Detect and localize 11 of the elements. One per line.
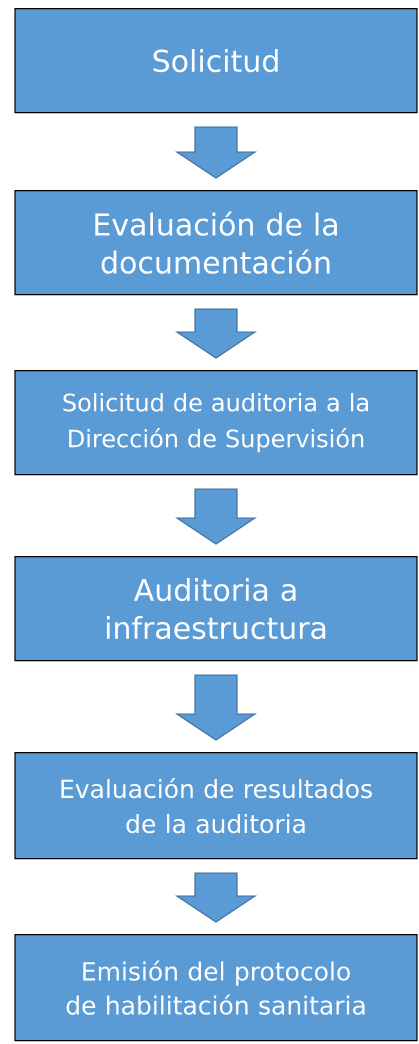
block-arrow: [175, 308, 257, 359]
process-box: Evaluación de la documentación: [14, 190, 418, 296]
block-arrow: [175, 674, 257, 741]
process-box: Solicitud: [14, 8, 418, 114]
block-arrow: [175, 872, 257, 923]
process-box: Emisión del protocolo de habilitación sanitaria: [14, 934, 418, 1042]
process-box: Solicitud de auditoria a la Dirección de Supervisión: [14, 370, 418, 476]
process-box: Auditoria a infraestructura: [14, 556, 418, 662]
block-arrow: [175, 488, 257, 545]
block-arrow: [175, 126, 257, 179]
process-box: Evaluación de resultados de la auditoria: [14, 752, 418, 860]
